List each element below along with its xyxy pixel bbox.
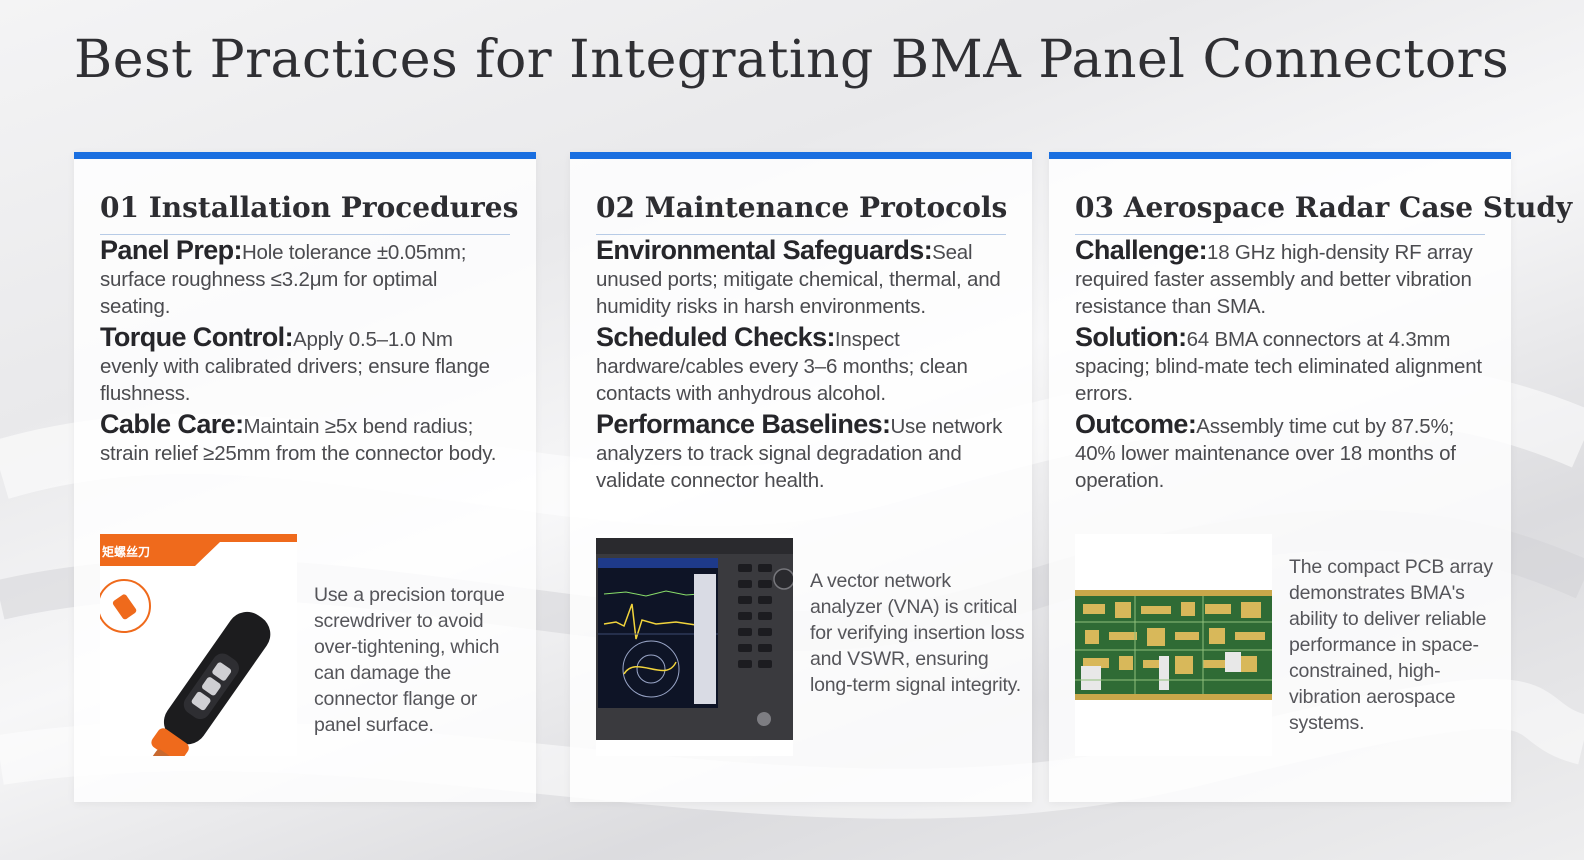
list-item: Challenge:18 GHz high-density RF array r… <box>1075 237 1485 320</box>
item-text: Apply 0.5–1.0 Nm evenly with calibrated … <box>100 328 490 405</box>
item-text: Inspect hardware/cables every 3–6 months… <box>596 328 968 405</box>
image-caption: The compact PCB array demonstrates BMA's… <box>1289 556 1493 734</box>
page-title: Best Practices for Integrating BMA Panel… <box>74 30 1510 90</box>
list-item: Solution:64 BMA connectors at 4.3mm spac… <box>1075 324 1485 407</box>
list-item: Panel Prep:Hole tolerance ±0.05mm; surfa… <box>100 237 510 320</box>
pcb-array-image <box>1075 534 1272 756</box>
item-label: Scheduled Checks: <box>596 322 835 352</box>
torque-screwdriver-icon: 矩螺丝刀 <box>100 534 297 756</box>
vector-network-analyzer-icon <box>596 538 793 756</box>
item-text: Maintain ≥5x bend radius; strain relief … <box>100 415 497 465</box>
card-title: 03 Aerospace Radar Case Study <box>1075 191 1572 235</box>
item-text: Use network analyzers to track signal de… <box>596 415 1003 492</box>
item-text: Hole tolerance ±0.05mm; surface roughnes… <box>100 241 467 318</box>
card-title: 02 Maintenance Protocols <box>596 191 1007 235</box>
item-label: Cable Care: <box>100 409 244 439</box>
item-text: Seal unused ports; mitigate chemical, th… <box>596 241 1001 318</box>
item-text: 18 GHz high-density RF array required fa… <box>1075 241 1473 318</box>
item-text: 64 BMA connectors at 4.3mm spacing; blin… <box>1075 328 1482 405</box>
torque-screwdriver-image: 矩螺丝刀 <box>100 534 297 756</box>
list-item: Outcome:Assembly time cut by 87.5%; 40% … <box>1075 411 1485 494</box>
card-media: A vector network analyzer (VNA) is criti… <box>596 534 1025 758</box>
image-badge: 矩螺丝刀 <box>101 544 150 559</box>
item-label: Outcome: <box>1075 409 1197 439</box>
item-label: Challenge: <box>1075 235 1208 265</box>
pcb-array-icon <box>1075 590 1272 700</box>
item-label: Solution: <box>1075 322 1187 352</box>
list-item: Performance Baselines:Use network analyz… <box>596 411 1006 494</box>
list-item: Torque Control:Apply 0.5–1.0 Nm evenly w… <box>100 324 510 407</box>
card-aerospace-radar-case-study: 03 Aerospace Radar Case Study Challenge:… <box>1049 152 1572 802</box>
item-label: Performance Baselines: <box>596 409 891 439</box>
card-media: 矩螺丝刀 Use a precision torque screwdriver … <box>100 534 510 758</box>
item-label: Panel Prep: <box>100 235 243 265</box>
vector-network-analyzer-image <box>596 534 793 756</box>
card-media: The compact PCB array demonstrates BMA's… <box>1075 534 1493 758</box>
card-installation-procedures: 01 Installation Procedures Panel Prep:Ho… <box>74 152 536 802</box>
list-item: Environmental Safeguards:Seal unused por… <box>596 237 1006 320</box>
image-caption: Use a precision torque screwdriver to av… <box>314 584 505 736</box>
list-item: Scheduled Checks:Inspect hardware/cables… <box>596 324 1006 407</box>
item-label: Torque Control: <box>100 322 294 352</box>
card-title: 01 Installation Procedures <box>100 191 518 235</box>
item-text: Assembly time cut by 87.5%; 40% lower ma… <box>1075 415 1456 492</box>
list-item: Cable Care:Maintain ≥5x bend radius; str… <box>100 411 510 467</box>
image-caption: A vector network analyzer (VNA) is criti… <box>810 570 1025 696</box>
item-label: Environmental Safeguards: <box>596 235 933 265</box>
card-maintenance-protocols: 02 Maintenance Protocols Environmental S… <box>570 152 1032 802</box>
